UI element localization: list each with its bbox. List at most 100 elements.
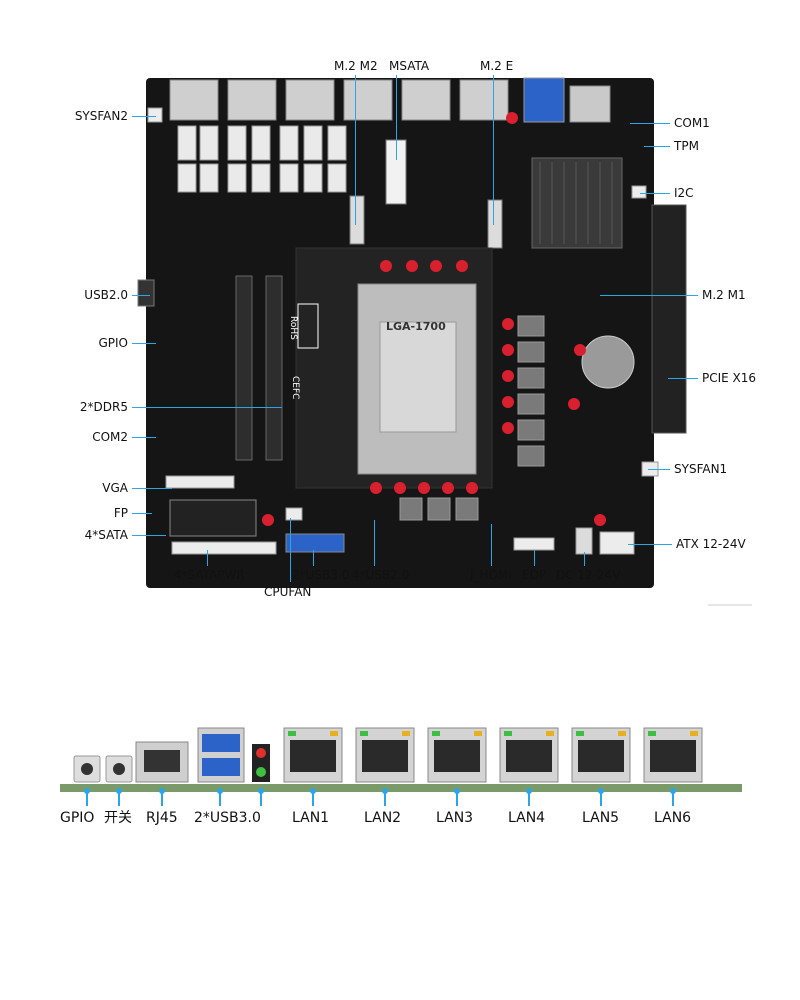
dot-switch [116, 788, 122, 794]
cpufan-header [285, 507, 303, 521]
chipset-heatsink [531, 157, 623, 249]
callout-line-edp [534, 550, 535, 566]
label-com1: COM1 [674, 116, 710, 130]
dot-lan1 [310, 788, 316, 794]
callout-line-sysfan2 [132, 116, 156, 117]
callout-line-msata [396, 75, 397, 160]
capacitors [262, 112, 606, 526]
callout-line-usb20-bottom [374, 520, 375, 566]
top-usb3-port [523, 77, 565, 123]
label-usb30-bottom: 2*USB3.0 [292, 568, 350, 582]
callout-line-io-leds [260, 792, 262, 806]
lan-transformers [177, 125, 347, 193]
label-m2-m1: M.2 M1 [702, 288, 746, 302]
label-sysfan1: SYSFAN1 [674, 462, 728, 476]
callout-line-io-switch [118, 792, 120, 806]
label-edp: EDP [522, 568, 547, 582]
callout-line-sysfan1 [648, 469, 670, 470]
dot-gpio [84, 788, 90, 794]
lan-leds-amber [330, 731, 698, 736]
io-lan-ports [283, 727, 703, 783]
callout-line-com2 [132, 437, 156, 438]
callout-line-lan6 [672, 792, 674, 806]
top-rj45-port [569, 85, 611, 123]
dot-leds [258, 788, 264, 794]
dot-lan2 [382, 788, 388, 794]
vrm-chokes [399, 315, 545, 521]
m2-m2-slot [349, 195, 365, 245]
io-label-rj45: RJ45 [146, 810, 178, 826]
cmos-battery [581, 335, 635, 389]
label-cpufan: CPUFAN [264, 585, 312, 599]
top-lan-ports [169, 79, 509, 121]
atx-power [599, 531, 635, 555]
label-i2c: I2C [674, 186, 694, 200]
dot-rj45 [159, 788, 165, 794]
label-dc: DC 12-24V [556, 568, 621, 582]
io-label-lan1: LAN1 [292, 810, 330, 826]
label-usb20-bottom: 4*USB2.0 [352, 568, 410, 582]
ddr5-slot-2 [265, 275, 283, 461]
io-label-switch: 开关 [104, 810, 132, 826]
io-label-lan4: LAN4 [508, 810, 546, 826]
socket-cover [379, 321, 457, 433]
callout-line-cpufan [290, 518, 291, 582]
callout-line-vga [132, 488, 172, 489]
sata-ports [169, 499, 257, 537]
io-label-lan6: LAN6 [654, 810, 692, 826]
callout-line-lan1 [312, 792, 314, 806]
label-m2-m2: M.2 M2 [334, 59, 378, 73]
callout-line-pcie [668, 378, 698, 379]
callout-line-m2-m1 [600, 295, 698, 296]
label-usb20-left: USB2.0 [84, 288, 128, 302]
dot-usb30 [217, 788, 223, 794]
ddr5-slot-1 [235, 275, 253, 461]
io-label-usb30: 2*USB3.0 [194, 810, 261, 826]
callout-line-tpm [644, 146, 670, 147]
sata-power-headers [171, 541, 277, 555]
vga-header [165, 475, 235, 489]
label-ddr5: 2*DDR5 [79, 400, 128, 414]
label-sysfan2: SYSFAN2 [74, 109, 128, 123]
callout-line-com1 [630, 123, 670, 124]
label-pcie-x16: PCIE X16 [702, 371, 757, 385]
label-gpio-left: GPIO [98, 336, 128, 350]
callout-line-gpio-left [132, 343, 156, 344]
bottom-usb3-header [285, 533, 345, 553]
dot-lan4 [526, 788, 532, 794]
callout-line-io-gpio [86, 792, 88, 806]
usb20-left-header [137, 279, 155, 307]
rohs-box [297, 303, 319, 349]
callout-line-m2-m2 [355, 75, 356, 225]
callout-line-j-hdmi [491, 524, 492, 566]
callout-line-satapwr [207, 550, 208, 566]
callout-line-usb30-bottom [313, 550, 314, 566]
callout-line-ddr5 [132, 407, 282, 408]
label-msata: MSATA [389, 59, 430, 73]
callout-line-lan4 [528, 792, 530, 806]
gpio-button [73, 755, 101, 783]
callout-line-atx [628, 544, 672, 545]
sysfan2-header [147, 107, 163, 123]
label-fp: FP [113, 506, 128, 520]
io-label-gpio: GPIO [60, 810, 95, 826]
label-tpm: TPM [674, 139, 699, 153]
io-label-lan3: LAN3 [436, 810, 474, 826]
callout-line-i2c [640, 193, 670, 194]
callout-line-lan3 [456, 792, 458, 806]
heatsink-fins [539, 162, 613, 244]
label-j-hdmi: J_HDMI [470, 568, 512, 582]
callout-line-lan2 [384, 792, 386, 806]
io-strip [60, 784, 742, 792]
pcie-x16-slot [651, 204, 687, 434]
m2-e-slot [487, 199, 503, 249]
io-label-lan2: LAN2 [364, 810, 402, 826]
callout-line-lan5 [600, 792, 602, 806]
dot-lan3 [454, 788, 460, 794]
label-m2-e: M.2 E [480, 59, 514, 73]
label-atx: ATX 12-24V [676, 537, 746, 551]
socket-text: LGA-1700 [386, 320, 446, 333]
dot-lan6 [670, 788, 676, 794]
